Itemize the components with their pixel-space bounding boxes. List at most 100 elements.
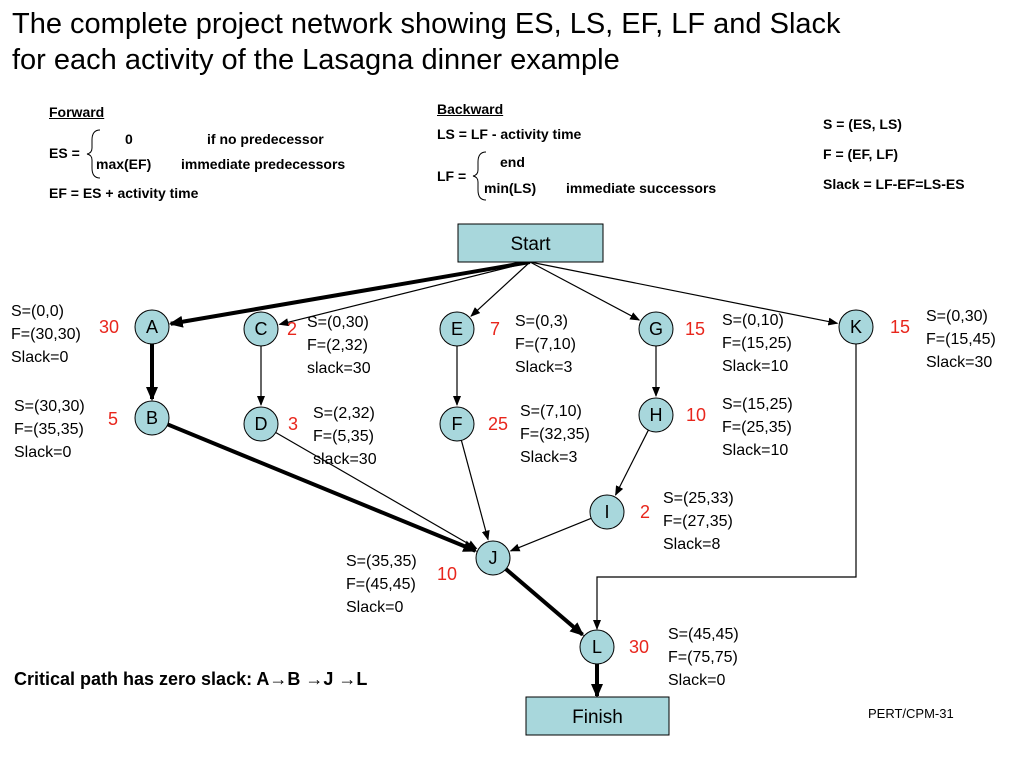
node-b-duration: 5 <box>108 409 118 429</box>
finish-box-shape <box>525 696 670 736</box>
node-e-label: E <box>451 319 463 339</box>
backward-heading: Backward <box>437 101 504 117</box>
node-c-circle <box>243 311 279 347</box>
backward-lf-label: LF = <box>437 168 467 184</box>
node-i-slack: Slack=8 <box>663 536 720 553</box>
node-l-f-values: F=(75,75) <box>668 649 738 666</box>
node-i-duration: 2 <box>640 502 650 522</box>
node-i-f-values: F=(27,35) <box>663 513 733 530</box>
forward-ef-formula: EF = ES + activity time <box>49 185 199 201</box>
edge-b-j <box>166 422 478 553</box>
node-l-slack: Slack=0 <box>668 672 725 689</box>
node-f-duration: 25 <box>488 414 508 434</box>
edge-f-j <box>460 440 490 541</box>
node-i-label: I <box>604 502 609 522</box>
edge-d-j <box>275 431 478 550</box>
node-f-f-values: F=(32,35) <box>520 426 590 443</box>
node-i-circle <box>589 494 625 530</box>
node-d-duration: 3 <box>288 414 298 434</box>
slide-title: The complete project network showing ES,… <box>12 6 1012 78</box>
forward-brace <box>86 129 101 179</box>
node-d-s-values: S=(2,32) <box>313 405 375 422</box>
node-c-s-values: S=(0,30) <box>307 314 369 331</box>
node-k-f-values: F=(15,45) <box>926 331 996 348</box>
edges-layer <box>146 260 857 698</box>
edge-j-l <box>504 567 585 637</box>
backward-brace <box>472 151 487 201</box>
node-k-slack: Slack=30 <box>926 354 992 371</box>
node-h-label: H <box>650 405 663 425</box>
node-b: B5S=(30,30)F=(35,35)Slack=0 <box>14 398 170 461</box>
node-b-s-values: S=(30,30) <box>14 398 85 415</box>
node-h-duration: 10 <box>686 405 706 425</box>
s-definition: S = (ES, LS) <box>823 116 902 132</box>
node-j-circle <box>475 540 511 576</box>
start-box: Start <box>457 223 604 263</box>
node-a-duration: 30 <box>99 317 119 337</box>
node-c-label: C <box>255 319 268 339</box>
backward-row2-value: min(LS) <box>484 180 537 196</box>
node-a-circle <box>134 309 170 345</box>
node-c-slack: slack=30 <box>307 360 371 377</box>
node-d-f-values: F=(5,35) <box>313 428 374 445</box>
node-i-s-values: S=(25,33) <box>663 490 734 507</box>
node-a-slack: Slack=0 <box>11 349 68 366</box>
node-g-circle <box>638 311 674 347</box>
node-j-slack: Slack=0 <box>346 599 403 616</box>
node-f-circle <box>439 406 475 442</box>
forward-heading: Forward <box>49 104 105 120</box>
slide-number: PERT/CPM-31 <box>868 706 954 721</box>
node-a-f-values: F=(30,30) <box>11 326 81 343</box>
node-g-f-values: F=(15,25) <box>722 335 792 352</box>
start-box-label: Start <box>510 234 551 255</box>
node-k-circle <box>838 309 874 345</box>
edge-start-e <box>470 261 531 317</box>
nodes-layer: StartFinishA30S=(0,0)F=(30,30)Slack=0B5S… <box>11 223 996 736</box>
node-i: I 2 S=(25,33) F=(27,35) Slack=8 <box>589 490 734 553</box>
node-l-duration: 30 <box>629 637 649 657</box>
node-e-s-values: S=(0,3) <box>515 313 568 330</box>
node-b-label: B <box>146 408 158 428</box>
start-box-shape <box>457 223 604 263</box>
forward-row2-value: max(EF) <box>96 156 152 172</box>
backward-row2-condition: immediate successors <box>566 180 717 196</box>
node-g: G 15 S=(0,10) F=(15,25) Slack=10 <box>638 311 792 375</box>
node-b-f-values: F=(35,35) <box>14 421 84 438</box>
edge-start-a <box>168 260 531 328</box>
node-d-circle <box>243 406 279 442</box>
node-b-circle <box>134 400 170 436</box>
node-d-label: D <box>255 414 268 434</box>
node-k-s-values: S=(0,30) <box>926 308 988 325</box>
node-l-label: L <box>592 637 602 657</box>
node-h-circle <box>638 397 674 433</box>
edge-k-l <box>593 344 857 630</box>
node-j-label: J <box>489 548 498 568</box>
finish-box-label: Finish <box>572 707 623 728</box>
title-line-1: The complete project network showing ES,… <box>12 8 841 40</box>
node-g-s-values: S=(0,10) <box>722 312 784 329</box>
node-j-s-values: S=(35,35) <box>346 553 417 570</box>
node-e-duration: 7 <box>490 319 500 339</box>
node-g-slack: Slack=10 <box>722 358 788 375</box>
node-g-duration: 15 <box>685 319 705 339</box>
edge-i-j <box>509 517 592 552</box>
critical-path-note: Critical path has zero slack: A→B →J →L <box>14 669 368 689</box>
edge-h-i <box>615 429 649 496</box>
node-f-s-values: S=(7,10) <box>520 403 582 420</box>
node-g-label: G <box>649 319 663 339</box>
edge-start-k <box>529 261 839 326</box>
node-l-circle <box>579 629 615 665</box>
node-e-slack: Slack=3 <box>515 359 572 376</box>
node-f-label: F <box>452 414 463 434</box>
edge-start-c <box>278 261 531 327</box>
finish-box: Finish <box>525 696 670 736</box>
